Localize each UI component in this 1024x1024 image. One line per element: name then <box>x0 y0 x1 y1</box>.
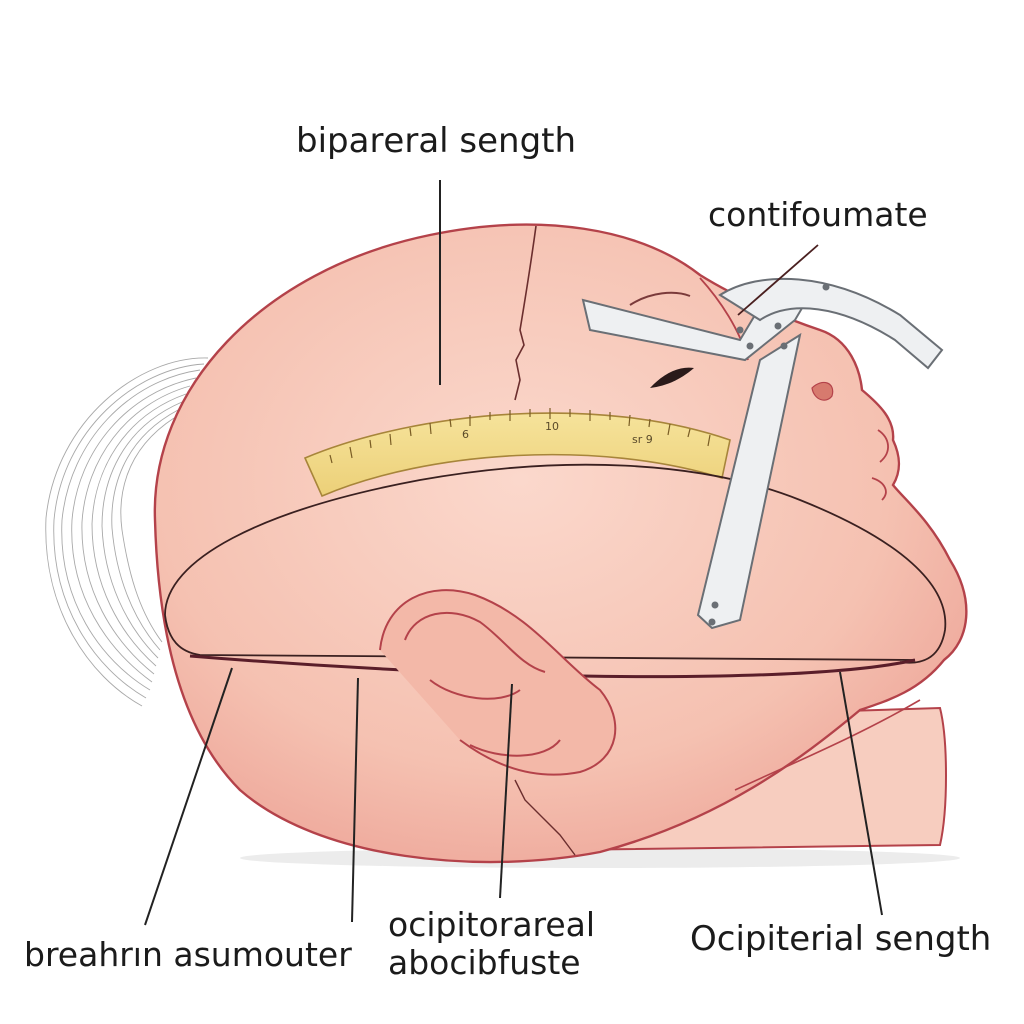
closed-eye <box>650 367 694 388</box>
label-occipitofrontal-line2: abocibfuste <box>388 942 581 982</box>
jaw-line <box>734 699 921 791</box>
neck-crease <box>514 779 576 856</box>
hair-tuft <box>45 357 209 707</box>
label-caliper: contifoumate <box>708 195 928 234</box>
tape-ticks <box>329 408 711 464</box>
label-circumference-measure: breahrın asumouter <box>24 935 352 974</box>
tape-mark-9: sr 9 <box>632 433 653 446</box>
tape-mark-10: 10 <box>545 420 559 433</box>
suture-line <box>514 225 537 401</box>
lips <box>871 429 889 501</box>
leader-bottom-center-2 <box>499 683 513 899</box>
leader-bottom-left <box>144 667 233 926</box>
leader-bottom-right <box>839 671 883 916</box>
label-occipitofrontal: ocipitorareal abocibfuste <box>388 906 595 982</box>
leader-contifoumate <box>737 244 819 316</box>
caliper-instrument <box>581 277 944 630</box>
occipitofrontal-line <box>189 654 916 679</box>
eyebrow <box>629 291 691 306</box>
circumference-lower <box>164 614 916 661</box>
label-occipital-length: Ocipiterial sength <box>690 919 992 959</box>
nostril <box>811 381 834 401</box>
leader-bottom-center-1 <box>351 677 359 923</box>
circumference-line <box>164 463 947 664</box>
ear <box>379 589 617 776</box>
tape-mark-6: 6 <box>462 428 469 441</box>
label-occipitofrontal-line1: ocipitorareal <box>388 905 596 944</box>
label-biparietal-length: biparеral sength <box>296 121 577 161</box>
